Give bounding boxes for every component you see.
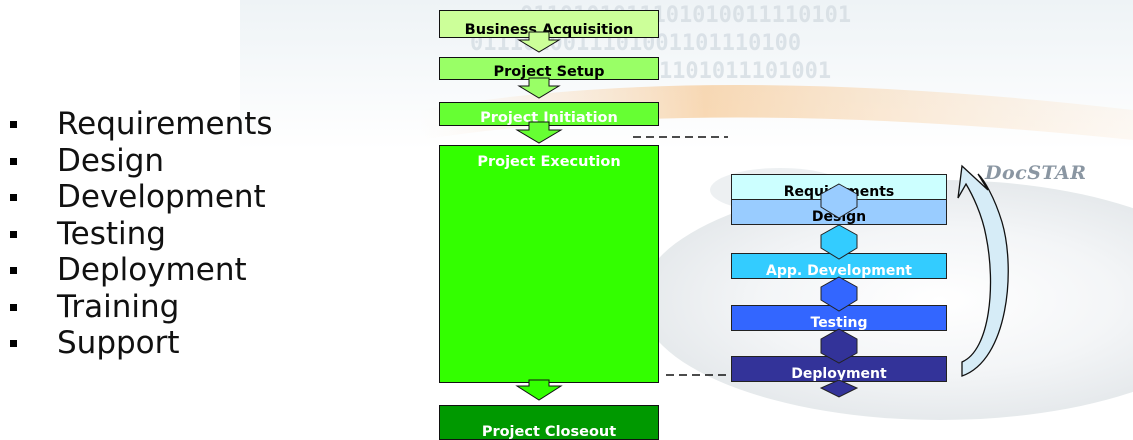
phase-project-closeout: Project Closeout: [439, 405, 659, 440]
list-item: Testing: [10, 216, 273, 253]
activity-list: Requirements Design Development Testing …: [10, 106, 273, 362]
bullet-icon: [10, 230, 17, 238]
phase-project-initiation: Project Initiation: [439, 102, 659, 126]
list-item: Design: [10, 143, 273, 180]
sdlc-requirements: Requirements: [731, 174, 947, 200]
bullet-icon: [10, 340, 17, 347]
bullet-icon: [10, 121, 17, 128]
sdlc-design: Design: [731, 199, 947, 225]
list-item: Requirements: [10, 106, 273, 143]
bullet-icon: [10, 267, 17, 274]
phase-project-setup: Project Setup: [439, 57, 659, 80]
bullet-icon: [10, 303, 17, 311]
list-item: Deployment: [10, 252, 273, 289]
bullet-icon: [10, 194, 17, 201]
sdlc-deployment: Deployment: [731, 356, 947, 382]
bullet-icon: [10, 157, 17, 165]
docstar-logo: DocSTAR: [985, 162, 1087, 184]
list-item: Development: [10, 179, 273, 216]
list-item: Training: [10, 289, 273, 326]
sdlc-app-development: App. Development: [731, 253, 947, 279]
list-item: Support: [10, 325, 273, 362]
phase-project-execution: Project Execution: [439, 145, 659, 383]
sdlc-testing: Testing: [731, 305, 947, 331]
phase-business-acquisition: Business Acquisition: [439, 10, 659, 38]
